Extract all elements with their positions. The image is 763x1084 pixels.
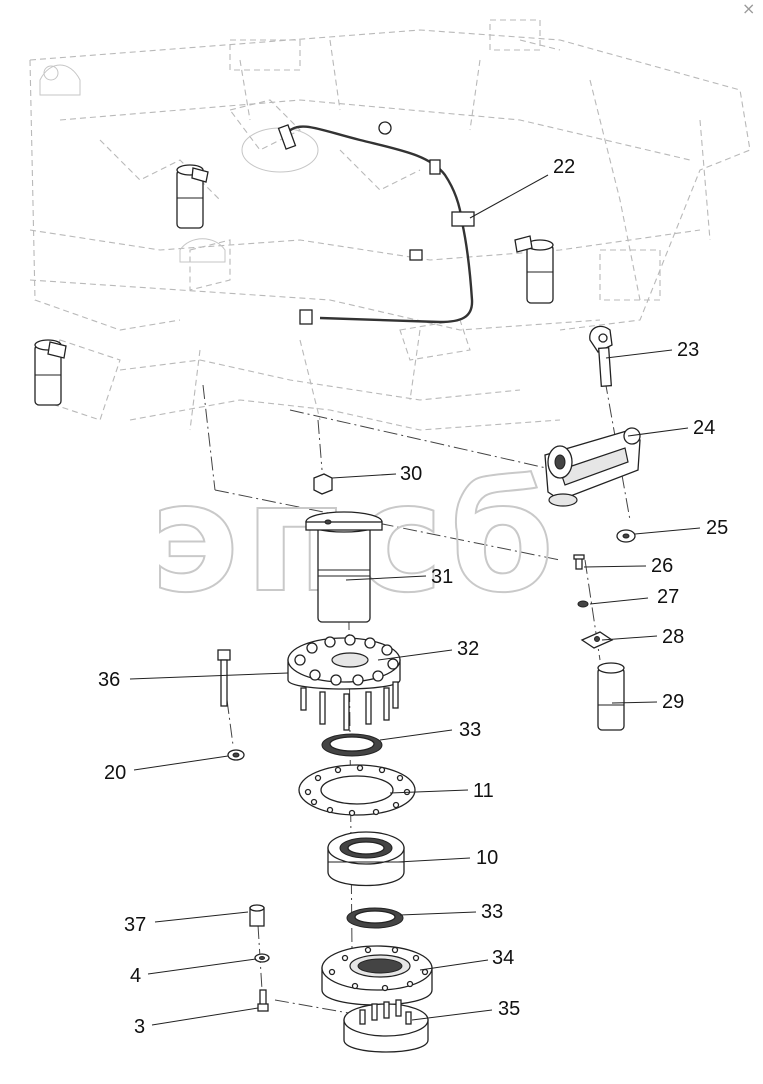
part-4-washer [254,953,270,963]
leader-lines [129,174,701,1026]
frame-pin-right [514,235,554,304]
callout-35: 35 [498,998,520,1020]
part-24-lever-arm [544,427,641,507]
assembly-axes [202,379,631,1016]
part-32-hub-flange [287,634,401,731]
part-29-pin [597,662,625,731]
callout-20: 20 [104,762,126,784]
callout-37: 37 [124,914,146,936]
callout-28: 28 [662,626,684,648]
close-icon[interactable]: × [742,0,755,18]
part-23-eye-bolt [589,325,613,387]
part-37-spacer [249,904,265,927]
part-33-seal-upper [321,733,383,757]
callout-23: 23 [677,339,699,361]
frame-pin-left-upper [176,164,209,229]
part-3-bolt [257,989,269,1012]
frame-pin-left-lower [34,339,67,406]
callout-10: 10 [476,847,498,869]
callout-numbers: 22 23 24 25 26 27 28 29 30 31 32 36 20 3… [98,156,728,1038]
callout-27: 27 [657,586,679,608]
callout-33-lower: 33 [481,901,503,923]
part-26-bolt [573,554,585,570]
callout-24: 24 [693,417,715,439]
callout-30: 30 [400,463,422,485]
callout-29: 29 [662,691,684,713]
callout-36: 36 [98,669,120,691]
callout-31: 31 [431,566,453,588]
part-33-seal-lower [346,907,404,929]
mount-ghost [43,65,59,81]
callout-32: 32 [457,638,479,660]
callout-4: 4 [130,965,141,987]
part-31-axle-shaft [305,511,383,623]
part-30-nut [313,473,333,495]
part-11-gasket [298,764,416,817]
callout-34: 34 [492,947,514,969]
part-36-long-bolt [217,649,231,707]
callout-22: 22 [553,156,575,178]
frame-ghost [29,19,751,431]
part-20-washer [227,749,245,761]
part-27-lock-washer [577,600,589,608]
callout-3: 3 [134,1016,145,1038]
part-35-base-plate [343,999,429,1053]
hydraulic-pipe [277,124,475,325]
callout-26: 26 [651,555,673,577]
hub-ghost [241,127,319,173]
part-25-washer [616,529,636,543]
callout-11: 11 [473,780,494,802]
callout-33-upper: 33 [459,719,481,741]
part-10-bearing [327,831,405,887]
fitting-ghost [378,121,392,135]
part-34-hub-housing [321,945,433,1006]
callout-25: 25 [706,517,728,539]
part-28-plate [580,631,614,649]
